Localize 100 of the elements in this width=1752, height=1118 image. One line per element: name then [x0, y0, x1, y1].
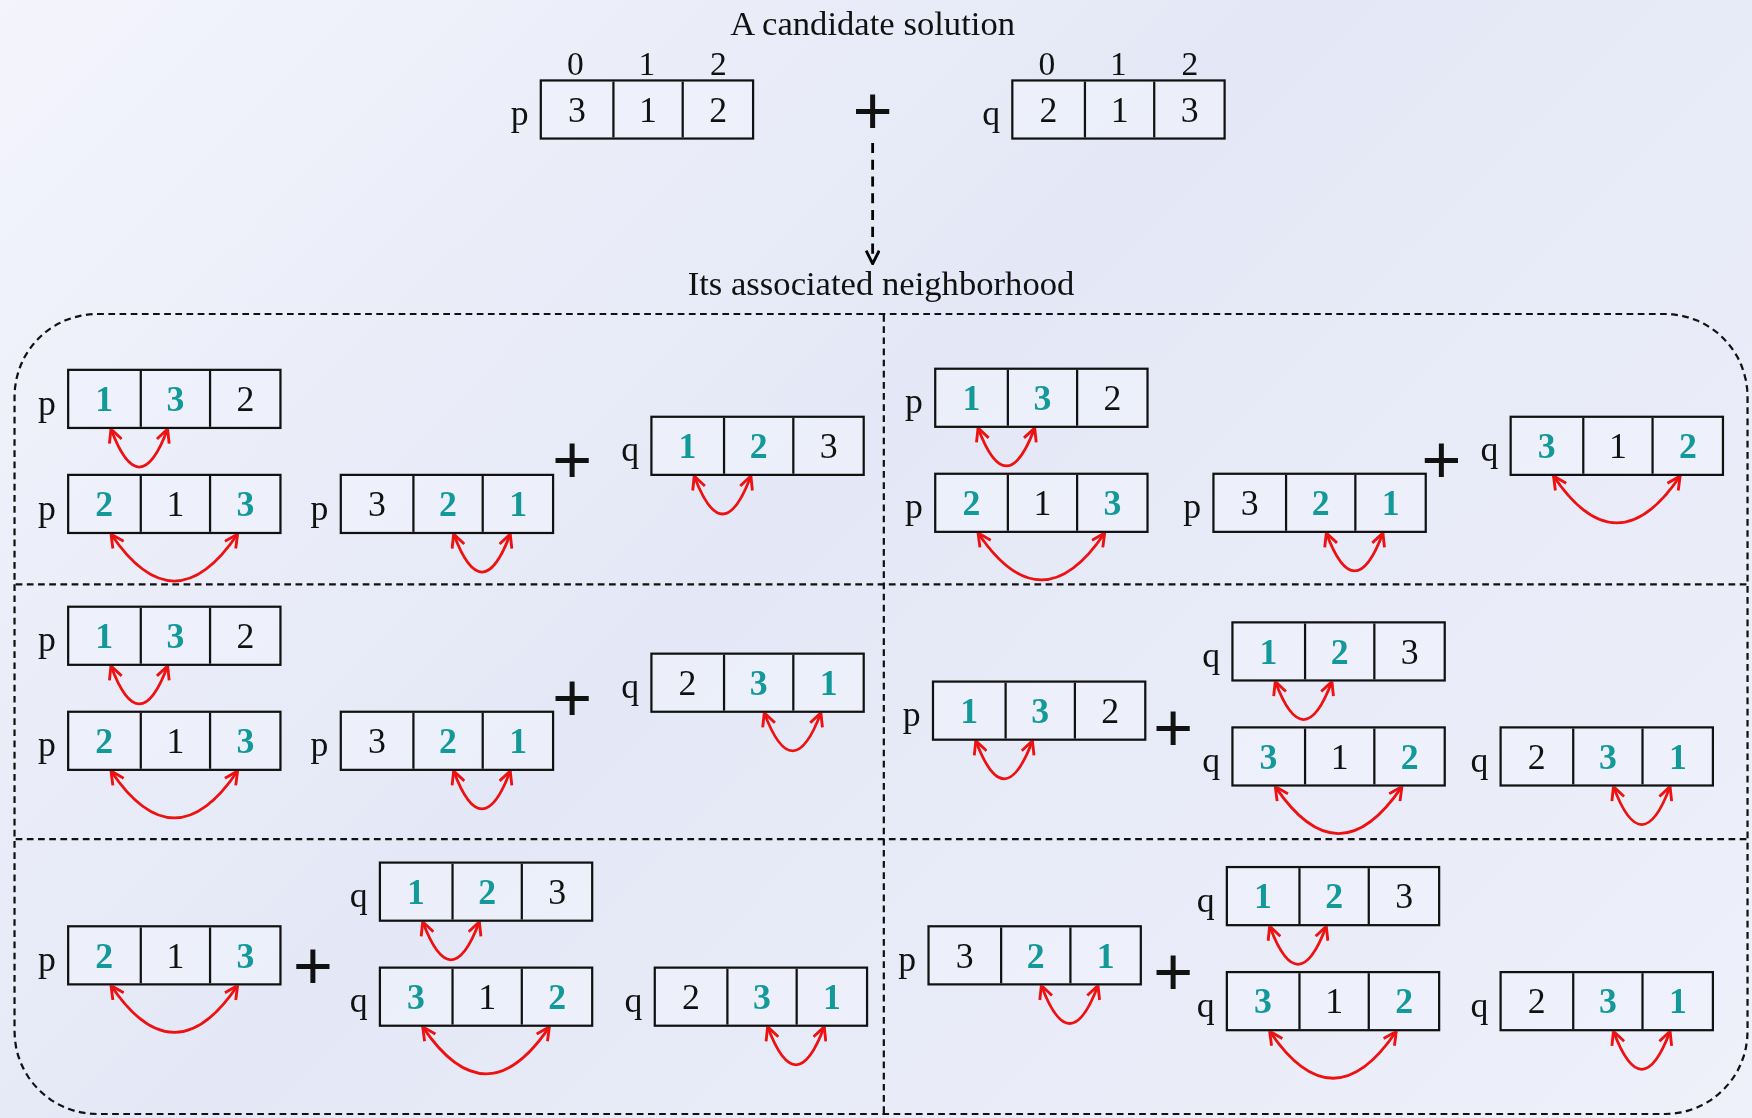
array-cell: 3	[929, 927, 1000, 984]
swap-arrow	[108, 427, 171, 469]
array-cell: 1	[139, 927, 210, 984]
array-cell: 1	[139, 476, 210, 532]
array-cell: 3	[1227, 973, 1298, 1030]
variable-label: p	[902, 693, 921, 735]
array-cell: 3	[1076, 474, 1147, 531]
array-cell: 1	[1083, 81, 1154, 138]
array-cell: 3	[1153, 81, 1224, 138]
array-cell: 3	[1006, 369, 1077, 426]
variable-label: q	[1480, 429, 1499, 470]
array-cell: 2	[1651, 417, 1722, 474]
array-cell: 1	[481, 712, 552, 769]
index-label: 1	[638, 46, 656, 81]
array-cell: 2	[1013, 81, 1084, 138]
index-label: 2	[1181, 46, 1199, 81]
swap-arrow	[1267, 924, 1329, 966]
swap-arrow	[1273, 785, 1404, 835]
variable-label: q	[1196, 984, 1215, 1025]
array-cell: 3	[1214, 474, 1285, 531]
array-cell: 2	[1373, 728, 1444, 785]
swap-arrow	[451, 769, 513, 811]
variable-label: p	[1183, 486, 1202, 527]
array-cell: 1	[69, 607, 140, 664]
index-label: 1	[1110, 46, 1127, 81]
array-cell: 1	[611, 81, 682, 138]
array-cell: 1	[481, 476, 552, 532]
array-cell: 2	[722, 417, 793, 474]
array-cell: 1	[1354, 474, 1425, 531]
array-cell: 1	[1303, 728, 1374, 785]
array-cell: 2	[411, 712, 482, 769]
heading: Its associated neighborhood	[687, 263, 1075, 304]
swap-arrow	[1610, 785, 1673, 826]
array-cell: 1	[1581, 417, 1652, 474]
array-cell: 2	[681, 81, 752, 138]
variable-label: q	[349, 874, 368, 916]
variable-label: p	[38, 938, 56, 979]
variable-label: q	[1470, 984, 1489, 1025]
array-cell: 3	[792, 417, 863, 474]
swap-arrow	[109, 532, 240, 583]
array-cell: 1	[934, 682, 1005, 739]
swap-arrow	[421, 1025, 551, 1075]
array-cell: 3	[541, 81, 612, 138]
variable-label: p	[905, 381, 923, 422]
array-cell: 1	[69, 370, 140, 427]
array-cell: 3	[341, 476, 412, 532]
variable-label: q	[1470, 739, 1489, 780]
array-cell: 3	[1511, 417, 1582, 474]
array-cell: 2	[451, 863, 522, 920]
array-cell: 3	[1233, 728, 1304, 785]
variable-label: q	[349, 979, 368, 1021]
array-cell: 3	[1373, 623, 1444, 680]
variable-label: p	[38, 487, 56, 528]
plus-sign: +	[551, 432, 593, 489]
array-cell: 2	[69, 712, 140, 769]
array-cell: 2	[655, 968, 726, 1025]
index-label: 0	[1038, 46, 1056, 81]
array-cell: 1	[1227, 868, 1298, 925]
array-cell: 2	[209, 370, 280, 427]
index-label: 0	[567, 46, 584, 81]
array-cell: 1	[652, 417, 723, 474]
array-cell: 2	[1298, 868, 1368, 925]
plus-sign: +	[551, 670, 593, 727]
variable-label: q	[1196, 879, 1215, 920]
variable-label: q	[624, 979, 643, 1021]
array-cell: 1	[139, 712, 210, 769]
variable-label: p	[510, 92, 529, 133]
swap-arrow	[109, 769, 240, 820]
array-cell: 1	[1069, 927, 1140, 984]
array-cell: 3	[209, 712, 280, 769]
plus-sign: +	[1152, 700, 1194, 757]
array-cell: 3	[139, 370, 210, 427]
array-cell: 2	[1303, 623, 1374, 680]
array-cell: 2	[209, 607, 280, 664]
swap-arrow	[1610, 1029, 1673, 1071]
array-cell: 3	[341, 712, 412, 769]
variable-label: q	[621, 429, 640, 470]
index-label: 2	[710, 46, 727, 81]
array-cell: 1	[1641, 728, 1712, 785]
swap-arrow	[108, 664, 171, 705]
array-cell: 3	[1571, 728, 1642, 785]
variable-label: p	[310, 724, 329, 765]
swap-arrow	[1038, 984, 1101, 1025]
array-cell: 3	[1368, 868, 1438, 925]
array-cell: 1	[795, 968, 866, 1025]
variable-label: q	[1202, 634, 1221, 675]
array-cell: 2	[999, 927, 1070, 984]
variable-label: q	[621, 665, 640, 707]
array-cell: 1	[936, 369, 1007, 426]
variable-label: p	[905, 486, 923, 527]
variable-label: q	[1202, 739, 1221, 780]
heading: A candidate solution	[730, 3, 1016, 44]
swap-arrow	[691, 474, 754, 516]
array-cell: 2	[411, 476, 482, 532]
plus-sign: +	[1152, 944, 1194, 1001]
variable-label: p	[38, 382, 56, 423]
swap-arrow	[1268, 1029, 1398, 1080]
swap-arrow	[765, 1025, 827, 1066]
array-cell: 3	[1571, 973, 1642, 1030]
array-cell: 1	[381, 863, 452, 920]
